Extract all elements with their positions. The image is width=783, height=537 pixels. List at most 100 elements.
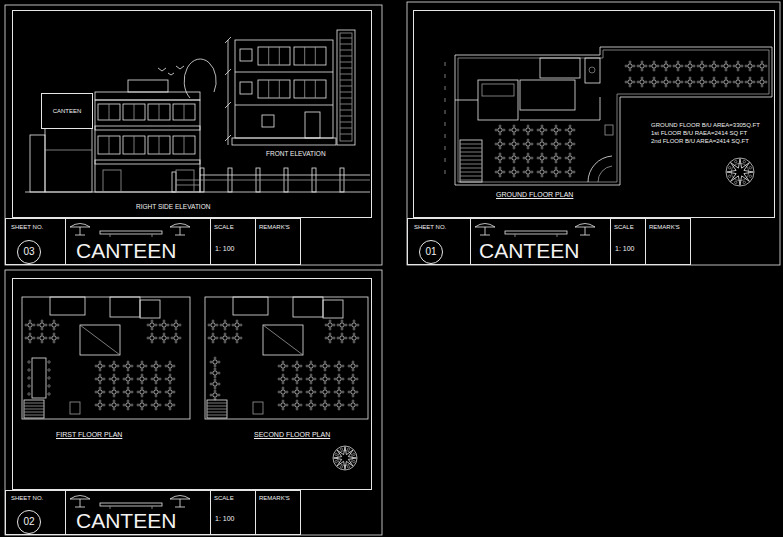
- table-symbol: [676, 80, 680, 84]
- chair-symbol: [565, 129, 567, 131]
- table-symbol: [52, 336, 56, 340]
- chair-symbol: [208, 324, 210, 326]
- chair-symbol: [99, 374, 101, 376]
- chair-symbol: [173, 404, 175, 406]
- table-symbol: [295, 403, 299, 407]
- logo-stool: [75, 235, 85, 236]
- chair-symbol: [325, 337, 327, 339]
- chair-symbol: [306, 378, 308, 380]
- table-symbol: [337, 403, 341, 407]
- toilet: [585, 58, 600, 83]
- chair-symbol: [41, 320, 43, 322]
- logo-umbrella: [70, 496, 90, 500]
- chair-symbol: [324, 408, 326, 410]
- chair-symbol: [685, 81, 687, 83]
- chair-symbol: [113, 382, 115, 384]
- window-mullion: [134, 104, 135, 120]
- stair: [460, 140, 482, 182]
- sheet-number: 01: [425, 247, 436, 257]
- chair-symbol: [356, 365, 358, 367]
- table-symbol: [328, 323, 332, 327]
- chair-symbol: [761, 69, 763, 71]
- building-sign: CANTEEN: [41, 93, 93, 129]
- table-symbol: [112, 390, 116, 394]
- table-symbol: [628, 64, 632, 68]
- chair-symbol: [352, 400, 354, 402]
- side-wall-line: [45, 150, 92, 151]
- stair-tread: [460, 168, 482, 169]
- table-symbol: [712, 80, 716, 84]
- chair-symbol: [175, 341, 177, 343]
- sheet-number-circle: 03: [17, 240, 41, 264]
- chair-symbol: [495, 143, 497, 145]
- fixture: [70, 402, 80, 414]
- glazing-line: [340, 116, 352, 117]
- room: [478, 80, 518, 120]
- chair-symbol: [341, 328, 343, 330]
- window: [148, 136, 170, 154]
- chair-symbol: [559, 143, 561, 145]
- compass-dot: [335, 453, 337, 455]
- table-symbol: [700, 80, 704, 84]
- chair-symbol: [681, 65, 683, 67]
- chair-symbol: [749, 85, 751, 87]
- drawing-frame: FIRST FLOOR PLANSECOND FLOOR PLAN: [12, 278, 372, 490]
- chair-symbol: [232, 337, 234, 339]
- long-table: [32, 358, 46, 398]
- chair-symbol: [338, 382, 340, 384]
- chair-symbol: [555, 133, 557, 135]
- dimension-mark: [445, 62, 446, 66]
- chair-symbol: [45, 337, 47, 339]
- chair-symbol: [151, 365, 153, 367]
- chair-symbol: [28, 393, 30, 395]
- chair-symbol: [555, 167, 557, 169]
- chair-symbol: [324, 369, 326, 371]
- logo-stool: [175, 507, 185, 508]
- table-symbol: [712, 64, 716, 68]
- chair-symbol: [95, 378, 97, 380]
- chair-symbol: [214, 387, 216, 389]
- chair-symbol: [324, 400, 326, 402]
- title-cell: CANTEEN: [470, 218, 611, 265]
- chair-symbol: [99, 387, 101, 389]
- chair-symbol: [210, 394, 212, 396]
- logo-table: [505, 231, 567, 234]
- chair-symbol: [537, 129, 539, 131]
- table-symbol: [526, 128, 530, 132]
- chair-symbol: [721, 81, 723, 83]
- chair-symbol: [559, 129, 561, 131]
- table-symbol: [554, 156, 558, 160]
- stair-tread: [24, 412, 44, 413]
- chair-symbol: [545, 129, 547, 131]
- chair-symbol: [545, 143, 547, 145]
- chair-symbol: [709, 65, 711, 67]
- chair-symbol: [328, 391, 330, 393]
- chair-symbol: [179, 324, 181, 326]
- chair-symbol: [513, 133, 515, 135]
- chair-symbol: [37, 324, 39, 326]
- chair-symbol: [282, 408, 284, 410]
- chair-symbol: [569, 153, 571, 155]
- window: [294, 47, 326, 65]
- scale-value: 1: 100: [215, 515, 234, 522]
- floor-slab: [95, 160, 200, 164]
- chair-symbol: [541, 175, 543, 177]
- table-symbol: [281, 390, 285, 394]
- chair-symbol: [29, 320, 31, 322]
- chair-symbol: [545, 157, 547, 159]
- table-symbol: [351, 377, 355, 381]
- chair-symbol: [127, 369, 129, 371]
- chair-symbol: [334, 391, 336, 393]
- chair-symbol: [509, 129, 511, 131]
- table-symbol: [154, 403, 158, 407]
- chair-symbol: [95, 404, 97, 406]
- chair-symbol: [282, 387, 284, 389]
- chair-symbol: [337, 337, 339, 339]
- chair-symbol: [517, 129, 519, 131]
- chair-symbol: [53, 333, 55, 335]
- chair-symbol: [165, 404, 167, 406]
- chair-symbol: [693, 65, 695, 67]
- chair-symbol: [713, 61, 715, 63]
